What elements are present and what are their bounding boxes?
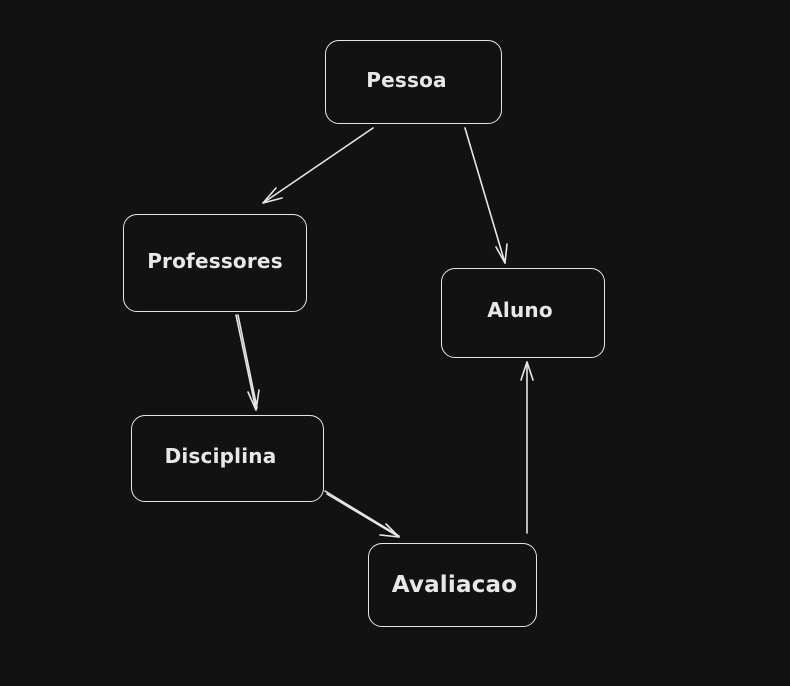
- node-pessoa[interactable]: Pessoa: [325, 40, 502, 124]
- node-disciplina[interactable]: Disciplina: [131, 415, 324, 502]
- edge-professores-disciplina: [235, 314, 260, 411]
- node-avaliacao-label: Avaliacao: [391, 571, 518, 598]
- edge-disciplina-avaliacao: [324, 490, 400, 538]
- node-pessoa-label: Pessoa: [366, 68, 447, 92]
- edge-pessoa-aluno: [464, 127, 508, 264]
- node-aluno[interactable]: Aluno: [441, 268, 605, 358]
- node-aluno-label: Aluno: [487, 298, 553, 322]
- edge-pessoa-professores: [262, 127, 374, 204]
- edge-avaliacao-aluno: [520, 361, 534, 534]
- node-professores[interactable]: Professores: [123, 214, 307, 312]
- node-avaliacao[interactable]: Avaliacao: [368, 543, 537, 627]
- node-professores-label: Professores: [147, 248, 283, 273]
- node-disciplina-label: Disciplina: [164, 444, 277, 468]
